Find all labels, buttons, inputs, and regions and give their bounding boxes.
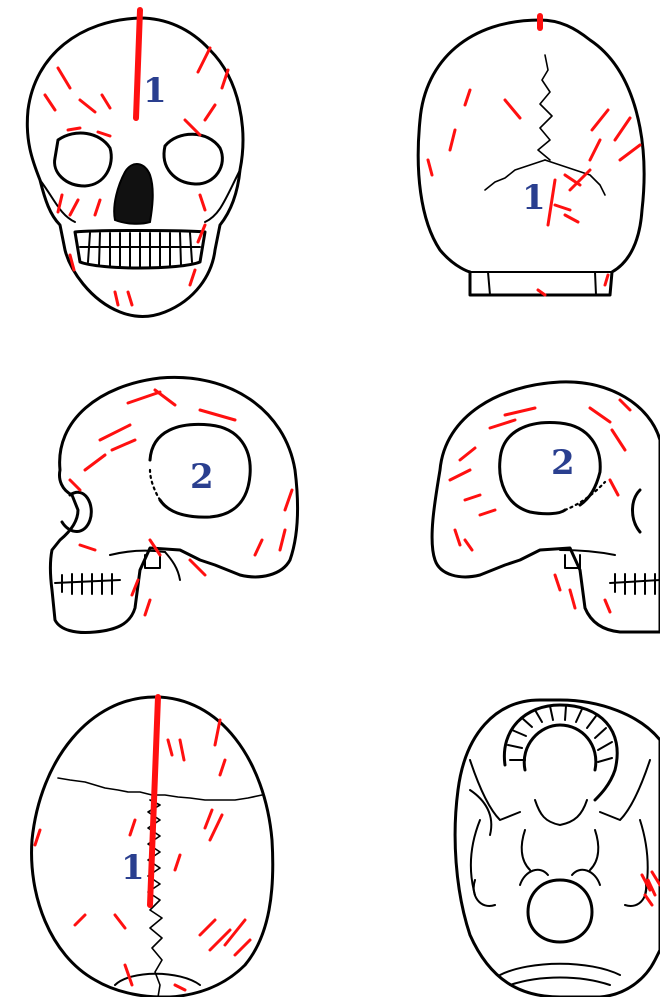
teeth	[62, 574, 112, 594]
label-fracture-1-posterior: 1	[522, 178, 546, 218]
label-fracture-2-lateral-right: 2	[551, 443, 575, 483]
teeth	[615, 574, 655, 594]
skull-lateral-right-view: 2	[432, 382, 660, 632]
skull-lateral-left-view: 2	[51, 377, 298, 632]
skull-posterior-view: 1	[418, 16, 644, 295]
skull-superior-view: 1	[32, 697, 273, 997]
nasal-cavity	[114, 164, 153, 224]
label-fracture-1-anterior: 1	[143, 71, 167, 111]
label-fracture-2-lateral-left: 2	[190, 457, 214, 497]
foramen-magnum	[528, 880, 592, 942]
skull-inferior-view	[455, 700, 660, 997]
skull-anterior-view: 1	[27, 10, 243, 317]
teeth	[88, 233, 192, 267]
label-fracture-1-superior: 1	[121, 848, 145, 888]
